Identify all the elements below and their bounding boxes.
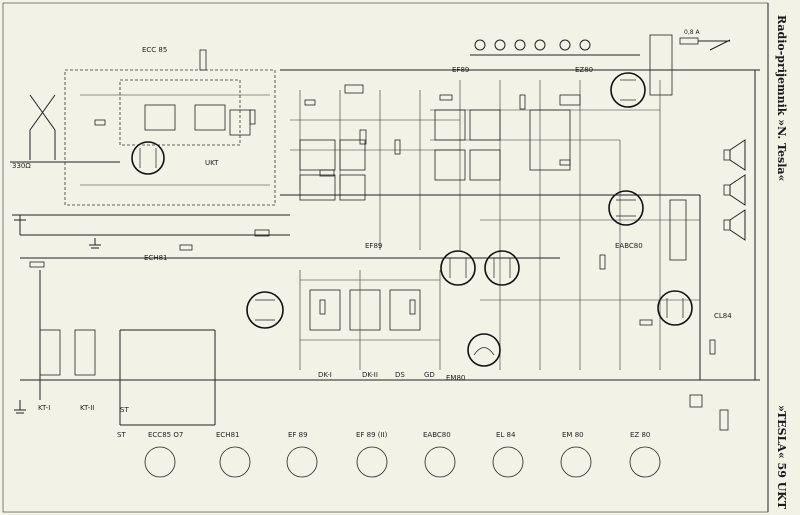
switch-label-ds: DS bbox=[395, 371, 405, 379]
switch-label-gd: GD bbox=[424, 371, 435, 379]
antenna-symbol bbox=[12, 214, 28, 235]
ground-symbols bbox=[14, 238, 101, 414]
label-eabc80: EABC80 bbox=[615, 242, 643, 250]
tube-ecc85 bbox=[131, 141, 165, 175]
label-cl84: CL84 bbox=[714, 312, 732, 320]
fuse bbox=[679, 37, 699, 45]
dipole-input bbox=[29, 94, 56, 160]
switch-label-dk2: DK-II bbox=[362, 371, 378, 379]
switch-label-dk1: DK-I bbox=[318, 371, 332, 379]
label-ecc85: ECC 85 bbox=[142, 46, 167, 54]
socket-label-ef89: EF 89 bbox=[288, 431, 308, 439]
label-330-ohm: 330Ω bbox=[12, 162, 31, 170]
socket-label-st: ST bbox=[117, 431, 126, 439]
pilot-lamps bbox=[470, 39, 640, 56]
label-em80: EM80 bbox=[446, 374, 465, 382]
socket-label-eabc80: EABC80 bbox=[423, 431, 451, 439]
label-ef89-top: EF89 bbox=[452, 66, 469, 74]
fuse-label: 0,8 A bbox=[684, 29, 700, 36]
socket-label-el84: EL 84 bbox=[496, 431, 516, 439]
tube-eabc80 bbox=[608, 190, 644, 226]
socket-label-ez80: EZ 80 bbox=[630, 431, 650, 439]
label-ech81: ECH81 bbox=[144, 254, 167, 262]
speaker-icons bbox=[723, 139, 746, 241]
ukt-module-outline bbox=[64, 69, 276, 206]
tube-ef89-2 bbox=[484, 250, 520, 286]
label-ef89-mid: EF89 bbox=[365, 242, 382, 250]
label-kt1: KT-I bbox=[38, 404, 50, 412]
tube-ef89-1 bbox=[440, 250, 476, 286]
label-st: ST bbox=[120, 406, 129, 414]
socket-label-ech81: ECH81 bbox=[216, 431, 239, 439]
label-ukt: UKT bbox=[205, 159, 219, 167]
label-kt2: KT-II bbox=[80, 404, 94, 412]
label-ez80-top: EZ80 bbox=[575, 66, 593, 74]
socket-label-ecc85: ECC85 O7 bbox=[148, 431, 183, 439]
socket-label-em80: EM 80 bbox=[562, 431, 584, 439]
tube-ech81 bbox=[246, 291, 284, 329]
side-title-top: Radio-prijemnik »N. Tesla« bbox=[775, 15, 788, 181]
socket-diagrams bbox=[144, 446, 661, 478]
tube-ez80 bbox=[610, 72, 646, 108]
tube-cl84 bbox=[657, 290, 693, 326]
coil-assemblies bbox=[39, 34, 687, 376]
socket-label-ef89-2: EF 89 (II) bbox=[356, 431, 388, 439]
ukt-inner-outline bbox=[119, 79, 241, 146]
tube-em80 bbox=[467, 333, 501, 367]
mains-section bbox=[679, 37, 731, 51]
side-title-bottom: »TESLA« 59 UKT bbox=[775, 405, 788, 510]
